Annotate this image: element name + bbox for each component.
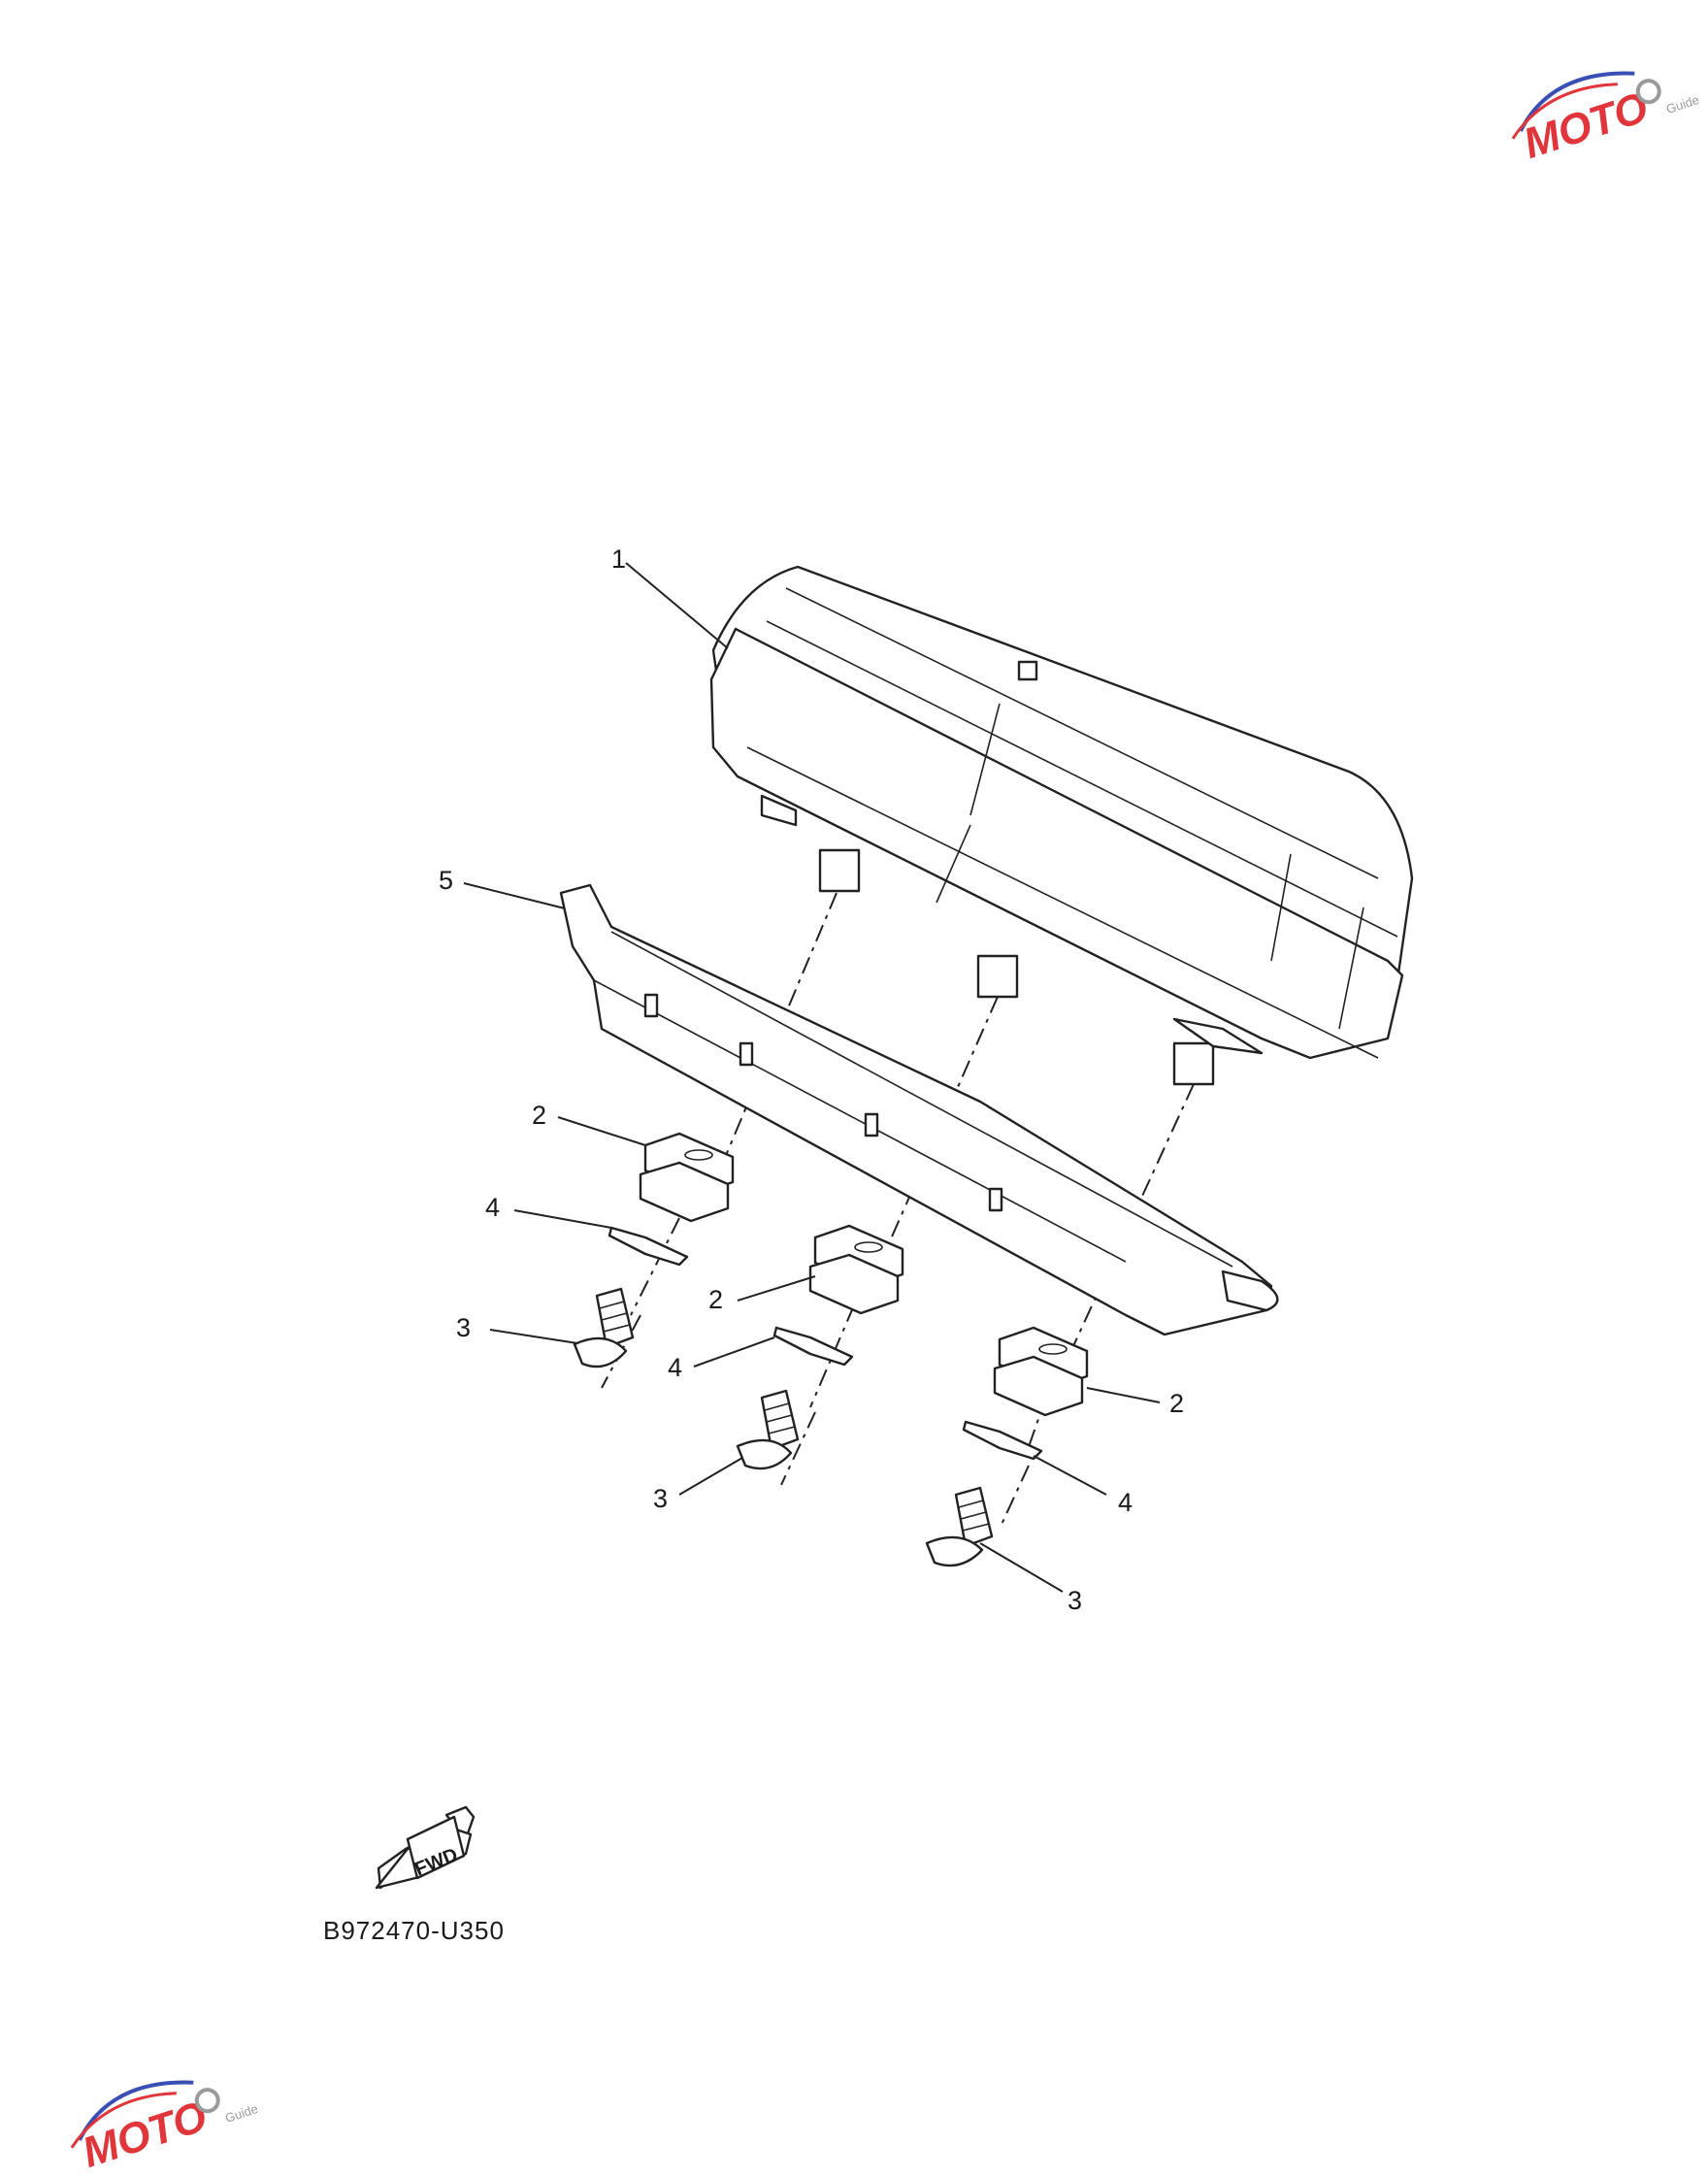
- leader-line-1: [625, 562, 729, 649]
- damper-a: [639, 1132, 735, 1223]
- callout-5: 5: [439, 866, 453, 895]
- callout-3b: 3: [653, 1484, 668, 1513]
- mounting-bracket: [559, 883, 1279, 1336]
- callout-1: 1: [611, 544, 626, 574]
- washer-c: [962, 1420, 1043, 1461]
- watermark-logo-bottom: MOTO Guide: [70, 2080, 260, 2176]
- watermark-subtext-top: Guide: [1664, 92, 1701, 116]
- callout-2b: 2: [708, 1285, 723, 1314]
- meter-assembly: [709, 565, 1414, 1086]
- screw-c: [925, 1486, 994, 1567]
- leader-line-2b: [737, 1275, 816, 1302]
- callout-2a: 2: [532, 1101, 546, 1130]
- leader-line-3c: [979, 1542, 1064, 1593]
- washer-b: [772, 1326, 854, 1367]
- callout-4a: 4: [485, 1193, 500, 1222]
- fwd-arrow-icon: FWD: [375, 1805, 476, 1890]
- leader-line-4a: [513, 1209, 612, 1229]
- callout-3a: 3: [456, 1313, 471, 1342]
- leader-line-5: [463, 882, 566, 909]
- leader-line-3b: [678, 1457, 743, 1496]
- callout-4c: 4: [1118, 1488, 1133, 1517]
- callout-2c: 2: [1169, 1389, 1184, 1418]
- watermark-text-top: MOTO: [1518, 83, 1654, 168]
- screw-a: [573, 1287, 635, 1368]
- screw-b: [736, 1389, 800, 1470]
- watermark-logo-top: MOTO Guide: [1511, 71, 1701, 168]
- damper-b: [808, 1224, 904, 1315]
- diagram-code: B972470-U350: [323, 1916, 505, 1945]
- washer-a: [608, 1226, 689, 1267]
- callout-4b: 4: [668, 1353, 682, 1382]
- leader-line-4b: [693, 1336, 775, 1368]
- leader-line-4c: [1033, 1455, 1107, 1496]
- callout-3c: 3: [1068, 1586, 1082, 1615]
- leader-line-2a: [557, 1116, 646, 1146]
- leader-line-2c: [1086, 1387, 1161, 1403]
- watermark-subtext-bottom: Guide: [223, 2101, 260, 2126]
- leader-line-3a: [489, 1329, 578, 1344]
- damper-c: [993, 1326, 1089, 1417]
- watermark-text-bottom: MOTO: [77, 2093, 213, 2176]
